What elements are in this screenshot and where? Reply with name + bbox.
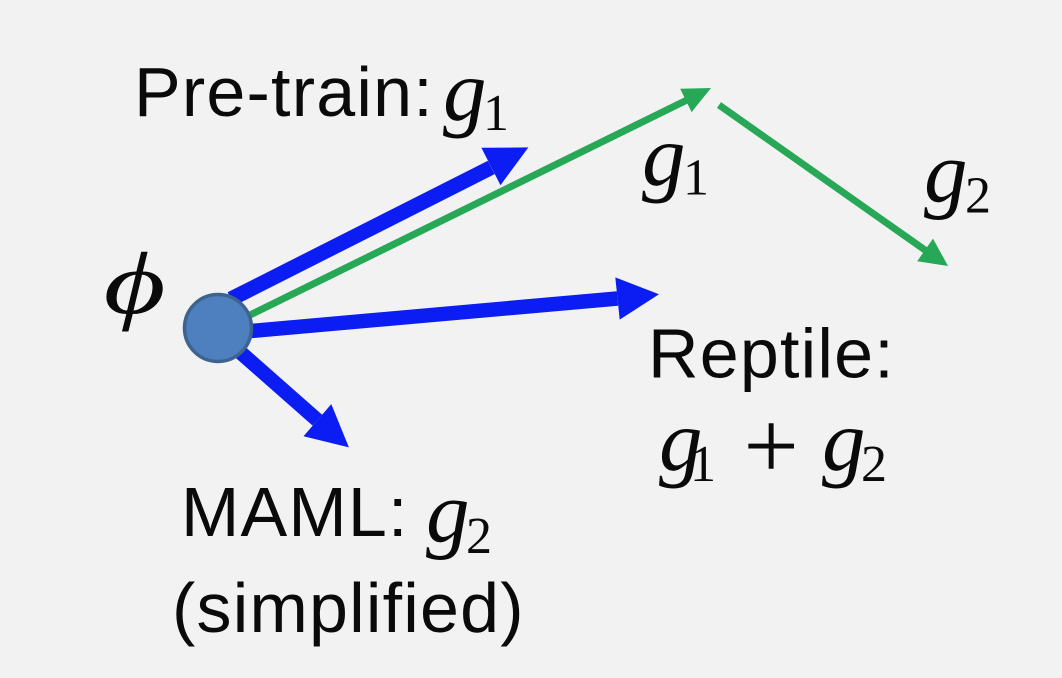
svg-text:MAML:: MAML:: [181, 473, 409, 551]
svg-text:+: +: [744, 393, 799, 501]
svg-text:Reptile:: Reptile:: [648, 315, 895, 393]
svg-text:2: 2: [466, 508, 492, 565]
svg-text:Pre-train:: Pre-train:: [134, 53, 434, 131]
svg-text:g: g: [822, 392, 866, 489]
svg-text:2: 2: [861, 436, 887, 493]
svg-text:(simplified): (simplified): [172, 569, 525, 647]
svg-text:1: 1: [483, 85, 509, 142]
svg-text:ϕ: ϕ: [104, 234, 166, 332]
svg-text:g: g: [659, 392, 703, 489]
svg-text:1: 1: [690, 436, 716, 493]
svg-text:g: g: [924, 124, 968, 221]
svg-text:g: g: [443, 42, 487, 139]
svg-text:g: g: [426, 464, 470, 561]
svg-text:2: 2: [965, 168, 991, 225]
svg-text:1: 1: [683, 150, 709, 207]
svg-text:g: g: [642, 107, 686, 204]
